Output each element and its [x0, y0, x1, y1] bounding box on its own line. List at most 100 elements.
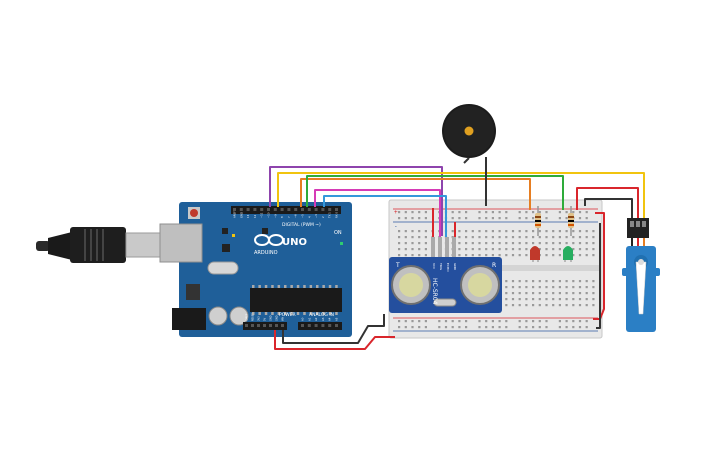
breadboard-hole[interactable] [552, 298, 555, 301]
breadboard-hole[interactable] [572, 298, 575, 301]
rail-hole[interactable] [525, 320, 528, 323]
rail-hole[interactable] [538, 326, 541, 329]
breadboard-hole[interactable] [418, 254, 421, 257]
rail-hole[interactable] [418, 326, 421, 329]
rail-hole[interactable] [424, 326, 427, 329]
breadboard-hole[interactable] [552, 280, 555, 283]
breadboard-hole[interactable] [485, 242, 488, 245]
breadboard-hole[interactable] [411, 242, 414, 245]
rail-hole[interactable] [585, 320, 588, 323]
breadboard-hole[interactable] [558, 298, 561, 301]
breadboard-hole[interactable] [572, 248, 575, 251]
rail-hole[interactable] [565, 320, 568, 323]
breadboard-hole[interactable] [491, 230, 494, 233]
breadboard-hole[interactable] [525, 304, 528, 307]
breadboard-hole[interactable] [572, 236, 575, 239]
digital-pin-hole[interactable] [335, 208, 338, 211]
breadboard-hole[interactable] [525, 280, 528, 283]
rail-hole[interactable] [438, 326, 441, 329]
rail-hole[interactable] [451, 217, 454, 220]
digital-pin-hole[interactable] [233, 208, 236, 211]
rail-hole[interactable] [532, 326, 535, 329]
wire-rail-black[interactable] [596, 223, 601, 329]
breadboard-hole[interactable] [525, 236, 528, 239]
breadboard-hole[interactable] [525, 292, 528, 295]
power-pin-hole[interactable] [281, 324, 284, 327]
breadboard-hole[interactable] [592, 298, 595, 301]
digital-pin-hole[interactable] [246, 208, 250, 211]
rail-hole[interactable] [505, 211, 508, 214]
breadboard-hole[interactable] [532, 286, 535, 289]
breadboard-hole[interactable] [532, 280, 535, 283]
breadboard-hole[interactable] [398, 242, 401, 245]
rail-hole[interactable] [558, 320, 561, 323]
breadboard-hole[interactable] [458, 248, 461, 251]
breadboard-hole[interactable] [511, 236, 515, 239]
rail-hole[interactable] [444, 320, 448, 323]
rail-hole[interactable] [505, 217, 508, 220]
breadboard-hole[interactable] [552, 304, 555, 307]
rail-hole[interactable] [444, 326, 448, 329]
breadboard-hole[interactable] [505, 286, 508, 289]
breadboard-hole[interactable] [585, 292, 588, 295]
rail-hole[interactable] [585, 326, 588, 329]
breadboard-hole[interactable] [525, 286, 528, 289]
breadboard-hole[interactable] [505, 292, 508, 295]
rail-hole[interactable] [525, 326, 528, 329]
breadboard-hole[interactable] [511, 304, 515, 307]
rail-hole[interactable] [485, 217, 488, 220]
breadboard-hole[interactable] [424, 242, 427, 245]
breadboard-hole[interactable] [572, 304, 575, 307]
breadboard-hole[interactable] [532, 236, 535, 239]
breadboard-hole[interactable] [565, 236, 568, 239]
digital-pin-hole[interactable] [253, 208, 257, 211]
breadboard-hole[interactable] [578, 292, 582, 295]
breadboard-hole[interactable] [518, 248, 521, 251]
breadboard-hole[interactable] [491, 254, 494, 257]
breadboard-hole[interactable] [485, 248, 488, 251]
breadboard-hole[interactable] [578, 236, 582, 239]
breadboard-hole[interactable] [532, 230, 535, 233]
breadboard-hole[interactable] [578, 254, 582, 257]
breadboard-hole[interactable] [558, 242, 561, 245]
rail-hole[interactable] [404, 320, 407, 323]
breadboard-hole[interactable] [485, 254, 488, 257]
breadboard-hole[interactable] [572, 242, 575, 245]
breadboard-hole[interactable] [558, 286, 561, 289]
breadboard-hole[interactable] [578, 304, 582, 307]
wire-green[interactable] [306, 175, 564, 210]
analog-pin-hole[interactable] [314, 324, 318, 327]
breadboard-hole[interactable] [525, 230, 528, 233]
breadboard-hole[interactable] [424, 254, 427, 257]
breadboard-hole[interactable] [478, 242, 481, 245]
rail-hole[interactable] [518, 217, 521, 220]
breadboard-hole[interactable] [578, 242, 582, 245]
breadboard-hole[interactable] [592, 248, 595, 251]
rail-hole[interactable] [424, 217, 427, 220]
breadboard-hole[interactable] [545, 280, 548, 283]
breadboard-hole[interactable] [498, 254, 501, 257]
rail-hole[interactable] [491, 326, 494, 329]
rail-hole[interactable] [572, 211, 575, 214]
breadboard-hole[interactable] [565, 242, 568, 245]
breadboard-hole[interactable] [505, 248, 508, 251]
breadboard-hole[interactable] [532, 298, 535, 301]
breadboard-hole[interactable] [585, 254, 588, 257]
digital-pin-hole[interactable] [239, 208, 243, 211]
breadboard-hole[interactable] [505, 230, 508, 233]
breadboard-hole[interactable] [525, 242, 528, 245]
rail-hole[interactable] [491, 211, 494, 214]
breadboard-hole[interactable] [578, 280, 582, 283]
breadboard-hole[interactable] [505, 236, 508, 239]
breadboard-hole[interactable] [404, 248, 407, 251]
breadboard-hole[interactable] [545, 286, 548, 289]
rail-hole[interactable] [565, 326, 568, 329]
breadboard-hole[interactable] [585, 230, 588, 233]
piezo-buzzer[interactable] [442, 104, 496, 164]
rail-hole[interactable] [585, 217, 588, 220]
digital-pin-hole[interactable] [294, 208, 298, 211]
breadboard-hole[interactable] [572, 230, 575, 233]
rail-hole[interactable] [411, 326, 414, 329]
breadboard-hole[interactable] [565, 230, 568, 233]
breadboard-hole[interactable] [418, 242, 421, 245]
